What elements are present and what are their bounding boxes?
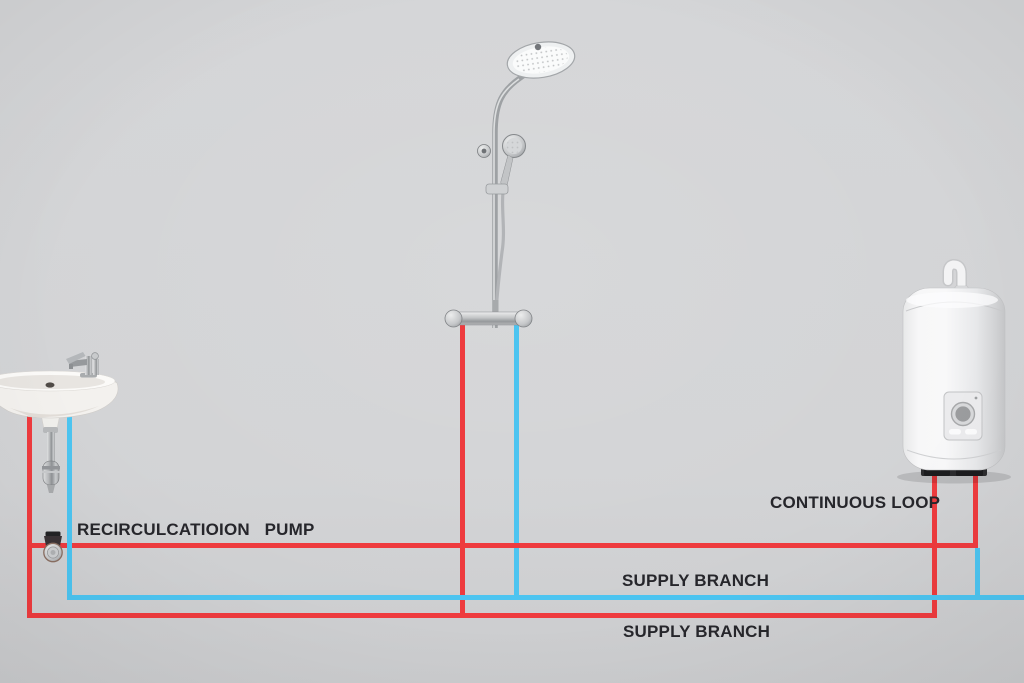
cold-pipe-heater-vertical <box>975 548 980 600</box>
handheld-shower-icon <box>477 134 526 313</box>
hot-pipe-supply-branch <box>27 613 937 618</box>
recirculation-pump-label: RECIRCULCATIOION PUMP <box>77 520 315 539</box>
cold-pipe-main-horizontal <box>67 595 1024 600</box>
rain-shower-head-icon <box>506 41 576 79</box>
sink-basin <box>0 370 119 419</box>
supply-branch-label-lower: SUPPLY BRANCH <box>623 622 771 641</box>
heater-dial <box>950 401 976 427</box>
cold-pipe-sink-vertical <box>67 405 72 600</box>
heater-button-left <box>949 429 961 435</box>
hot-pipe-sink-vertical <box>27 405 32 618</box>
shower-arm-joint <box>534 43 542 51</box>
water-heater <box>897 259 1011 484</box>
continuous-loop-label: CONTINUOUS LOOP <box>770 493 941 512</box>
sink-trap-icon <box>40 413 61 493</box>
heater-vent-pipe <box>942 259 969 298</box>
hot-pipe-heater-return-vertical <box>973 468 978 548</box>
heater-control-panel <box>943 391 983 441</box>
hot-pipe-shower-vertical <box>460 322 465 618</box>
supply-branch-label-upper: SUPPLY BRANCH <box>622 571 770 590</box>
rail-slider-bracket <box>485 183 509 195</box>
cold-pipe-shower-vertical <box>514 322 519 600</box>
sink-faucet-icon <box>66 352 99 378</box>
shower-fixture <box>444 41 576 328</box>
heater-button-right <box>965 429 977 435</box>
hot-pipe-recirculation-loop <box>27 543 978 548</box>
sink-fixture <box>0 352 119 493</box>
